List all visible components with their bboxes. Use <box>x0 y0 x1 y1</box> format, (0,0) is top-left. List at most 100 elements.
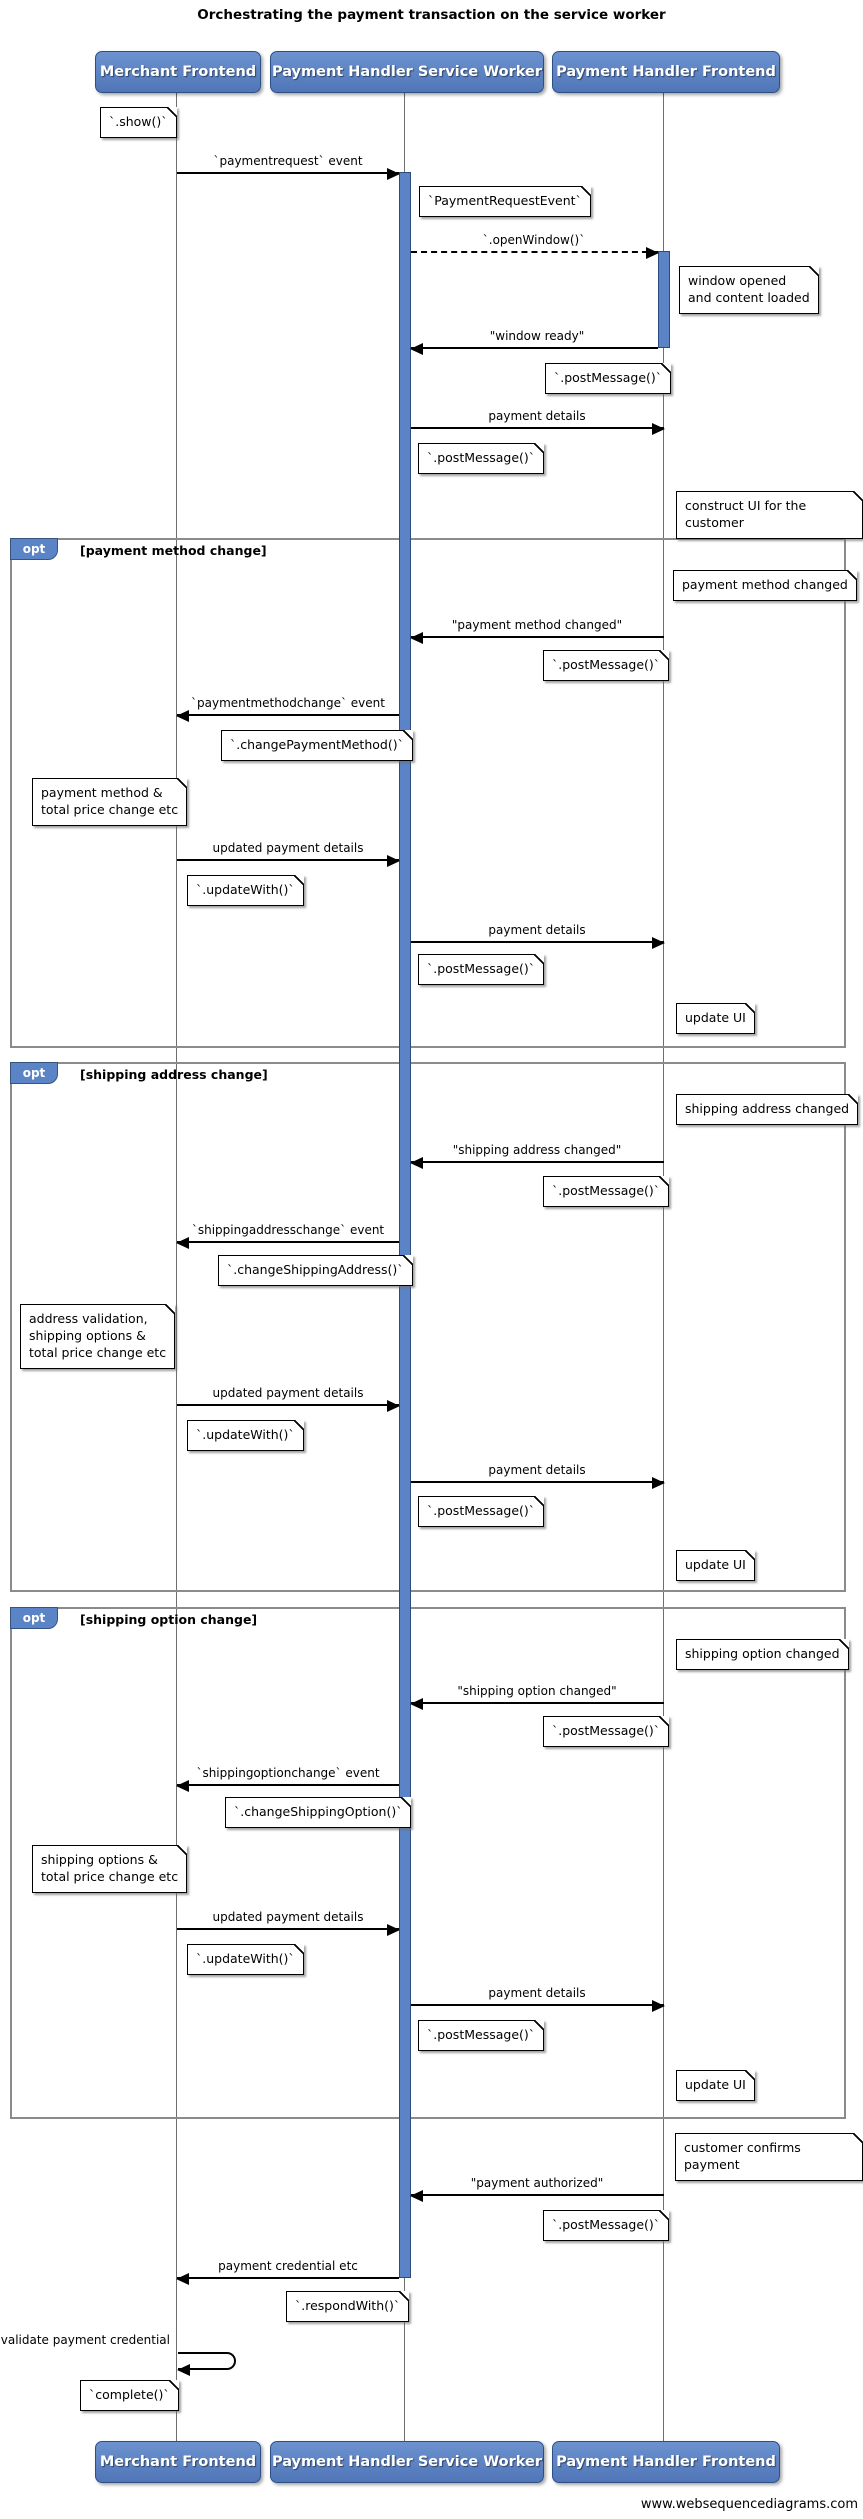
note-change-shipping-option: `.changeShippingOption()` <box>225 1797 412 1828</box>
frame-opt-shipping-address-change <box>10 1062 846 1592</box>
message-label: "window ready" <box>489 329 585 343</box>
arrowhead-right <box>652 423 665 435</box>
message-payment-details <box>411 423 665 435</box>
message-label: `paymentrequest` event <box>213 154 363 168</box>
note-change-payment-method: `.changePaymentMethod()` <box>221 730 413 761</box>
arrowhead-left <box>410 632 423 644</box>
actor-label: Payment Handler Service Worker <box>271 2454 543 2470</box>
message-payment-details <box>411 2000 665 2012</box>
message-label: payment details <box>488 409 586 423</box>
arrowhead-right <box>652 937 665 949</box>
frame-opt-shipping-option-change <box>10 1607 846 2119</box>
message-shippingoptionchange-event <box>176 1780 399 1792</box>
arrowhead-left <box>176 2273 189 2285</box>
note-payment-method-changed: payment method changed <box>673 570 857 601</box>
message-paymentmethodchange-event <box>176 710 399 722</box>
message-label: "payment method changed" <box>451 618 623 632</box>
message-open-window <box>411 247 659 259</box>
message-label: `shippingoptionchange` event <box>196 1766 380 1780</box>
message-updated-payment-details <box>177 1400 400 1412</box>
message-label: payment credential etc <box>218 2259 358 2273</box>
actor-merchant-frontend-bottom: Merchant Frontend <box>95 2441 261 2483</box>
message-label: updated payment details <box>212 1910 364 1924</box>
note-post-message: `.postMessage()` <box>543 1716 670 1747</box>
frame-opt-payment-method-change <box>10 538 846 1048</box>
arrowhead-left <box>410 343 423 355</box>
message-label: payment details <box>488 1986 586 2000</box>
arrowhead-right <box>387 1924 400 1936</box>
actor-service-worker-top: Payment Handler Service Worker <box>270 51 544 93</box>
message-payment-details <box>411 1477 665 1489</box>
note-complete: `complete()` <box>80 2380 179 2411</box>
condition-shipping-address-change: [shipping address change] <box>80 1067 268 1082</box>
diagram-title: Orchestrating the payment transaction on… <box>197 7 666 23</box>
note-post-message: `.postMessage()` <box>418 2020 545 2051</box>
lifeline-payment-handler-frontend <box>663 92 664 2441</box>
message-shippingaddresschange-event <box>176 1237 399 1249</box>
arrowhead-right <box>387 168 400 180</box>
message-label: payment details <box>488 923 586 937</box>
note-post-message: `.postMessage()` <box>545 363 672 394</box>
arrowhead-right <box>387 855 400 867</box>
actor-label: Merchant Frontend <box>99 64 257 80</box>
arrowhead-left <box>177 2364 190 2376</box>
message-label: `shippingaddresschange` event <box>191 1223 385 1237</box>
message-updated-payment-details <box>177 855 400 867</box>
message-shipping-option-changed <box>410 1698 664 1710</box>
arrowhead-right <box>652 2000 665 2012</box>
note-post-message: `.postMessage()` <box>543 1176 670 1207</box>
arrowhead-left <box>176 710 189 722</box>
actor-service-worker-bottom: Payment Handler Service Worker <box>270 2441 544 2483</box>
actor-merchant-frontend-top: Merchant Frontend <box>95 51 261 93</box>
condition-shipping-option-change: [shipping option change] <box>80 1612 258 1627</box>
message-label: payment details <box>488 1463 586 1477</box>
arrowhead-right <box>387 1400 400 1412</box>
note-payment-request-event: `PaymentRequestEvent` <box>419 186 591 217</box>
note-shipping-option-changed: shipping option changed <box>676 1639 849 1670</box>
message-payment-method-changed <box>410 632 664 644</box>
note-show: `.show()` <box>100 107 177 138</box>
message-label: updated payment details <box>212 1386 364 1400</box>
message-label: "payment authorized" <box>470 2176 604 2190</box>
note-update-with: `.updateWith()` <box>187 1420 304 1451</box>
activation-payment-handler-frontend <box>658 251 670 348</box>
note-post-message: `.postMessage()` <box>418 1496 545 1527</box>
note-customer-confirms: customer confirms payment <box>675 2133 863 2181</box>
message-paymentrequest-event <box>177 168 400 180</box>
note-update-with: `.updateWith()` <box>187 875 304 906</box>
actor-label: Merchant Frontend <box>99 2454 257 2470</box>
message-validate-self-loop <box>178 2352 236 2370</box>
note-post-message: `.postMessage()` <box>543 2210 670 2241</box>
note-address-validation: address validation, shipping options & t… <box>20 1304 176 1369</box>
note-window-opened: window opened and content loaded <box>679 266 819 314</box>
message-label: "shipping address changed" <box>452 1143 622 1157</box>
arrowhead-right <box>652 1477 665 1489</box>
activation-service-worker <box>399 172 411 2278</box>
message-label-validate-payment-credential: validate payment credential <box>0 2333 170 2347</box>
note-change-shipping-address: `.changeShippingAddress()` <box>218 1255 413 1286</box>
note-shipping-address-changed: shipping address changed <box>676 1094 859 1125</box>
message-shipping-address-changed <box>410 1157 664 1169</box>
message-label: `.openWindow()` <box>482 233 586 247</box>
note-post-message: `.postMessage()` <box>418 954 545 985</box>
note-construct-ui: construct UI for the customer <box>676 491 863 539</box>
note-post-message: `.postMessage()` <box>543 650 670 681</box>
note-update-with: `.updateWith()` <box>187 1944 304 1975</box>
note-update-ui: update UI <box>676 1550 755 1581</box>
note-respond-with: `.respondWith()` <box>286 2291 410 2322</box>
message-label: updated payment details <box>212 841 364 855</box>
note-update-ui: update UI <box>676 1003 755 1034</box>
arrowhead-left <box>410 2190 423 2202</box>
opt-tab: opt <box>10 1062 58 1084</box>
condition-payment-method-change: [payment method change] <box>80 543 267 558</box>
actor-payment-handler-frontend-top: Payment Handler Frontend <box>552 51 780 93</box>
actor-label: Payment Handler Frontend <box>556 64 776 80</box>
note-update-ui: update UI <box>676 2070 755 2101</box>
arrowhead-left <box>176 1237 189 1249</box>
message-payment-details <box>411 937 665 949</box>
arrowhead-left <box>410 1698 423 1710</box>
message-payment-authorized <box>410 2190 664 2202</box>
note-post-message: `.postMessage()` <box>418 443 545 474</box>
message-label: "shipping option changed" <box>457 1684 617 1698</box>
